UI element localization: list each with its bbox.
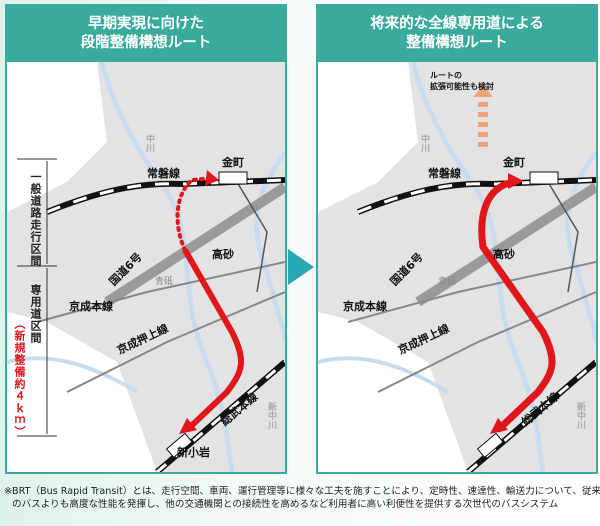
- section-brackets: [17, 158, 57, 437]
- extension-note-line1: ルートの: [430, 71, 462, 80]
- right-title-line1: 将来的な全線専用道による: [370, 16, 544, 32]
- right-map: [318, 62, 596, 472]
- dedicated-route: [182, 248, 245, 433]
- label-takasago: 高砂: [212, 248, 234, 261]
- kanamachi-station: [218, 171, 248, 185]
- right-panel: 将来的な全線専用道による 整備構想ルート ルートの 拡張可能性も検討 中川 常磐…: [316, 4, 598, 474]
- keisei-oshiage-line: [66, 291, 285, 393]
- left-panel: 早期実現に向けた 段階整備構想ルート 中川 常磐線 金町 国道6号 高砂 青砥 …: [5, 4, 287, 474]
- joban-line: [356, 177, 596, 215]
- full-dedicated-route: [478, 178, 556, 433]
- left-map: [7, 62, 285, 472]
- right-title-line2: 整備構想ルート: [406, 35, 508, 51]
- route6-road: [104, 182, 285, 307]
- label-keisei-main: 京成本線: [343, 300, 387, 313]
- label-takasago: 高砂: [493, 248, 515, 261]
- label-shinkoiwa: 新小岩: [177, 446, 210, 459]
- left-title-line1: 早期実現に向けた: [88, 16, 204, 32]
- label-shin-nakagawa: 新中川: [266, 402, 276, 429]
- general-road-route: [175, 176, 214, 252]
- label-general-road-section: 一般道路走行区間: [29, 171, 42, 267]
- left-panel-header: 早期実現に向けた 段階整備構想ルート: [7, 6, 285, 62]
- label-kanamachi: 金町: [503, 156, 525, 169]
- brt-footnote: ※BRT（Bus Rapid Transit）とは、走行空間、車両、運行管理等に…: [4, 486, 600, 510]
- joban-line: [45, 177, 285, 215]
- label-joban-line: 常磐線: [428, 167, 461, 180]
- label-kanamachi: 金町: [222, 156, 244, 169]
- label-dedicated-length: （新規整備約４ｋｍ）: [13, 318, 26, 438]
- extension-arrow-icon: [473, 85, 493, 147]
- label-keisei-main: 京成本線: [69, 300, 113, 313]
- label-nakagawa: 中川: [144, 134, 154, 152]
- kanamachi-station: [529, 171, 559, 185]
- label-aoto: 青砥: [438, 277, 457, 287]
- next-arrow-icon: [288, 249, 314, 285]
- label-aoto: 青砥: [155, 277, 174, 287]
- label-shin-nakagawa: 新中川: [575, 402, 585, 429]
- label-dedicated-section: 専用道区間: [29, 284, 42, 344]
- shinkoiwa-station: [165, 432, 193, 459]
- keisei-main-line: [36, 261, 285, 323]
- left-title-line2: 段階整備構想ルート: [80, 35, 212, 51]
- label-joban-line: 常磐線: [147, 167, 180, 180]
- extension-note-line2: 拡張可能性も検討: [430, 82, 494, 91]
- label-nakagawa: 中川: [419, 134, 429, 152]
- right-panel-header: 将来的な全線専用道による 整備構想ルート: [318, 6, 596, 62]
- route-arrowhead: [179, 418, 197, 434]
